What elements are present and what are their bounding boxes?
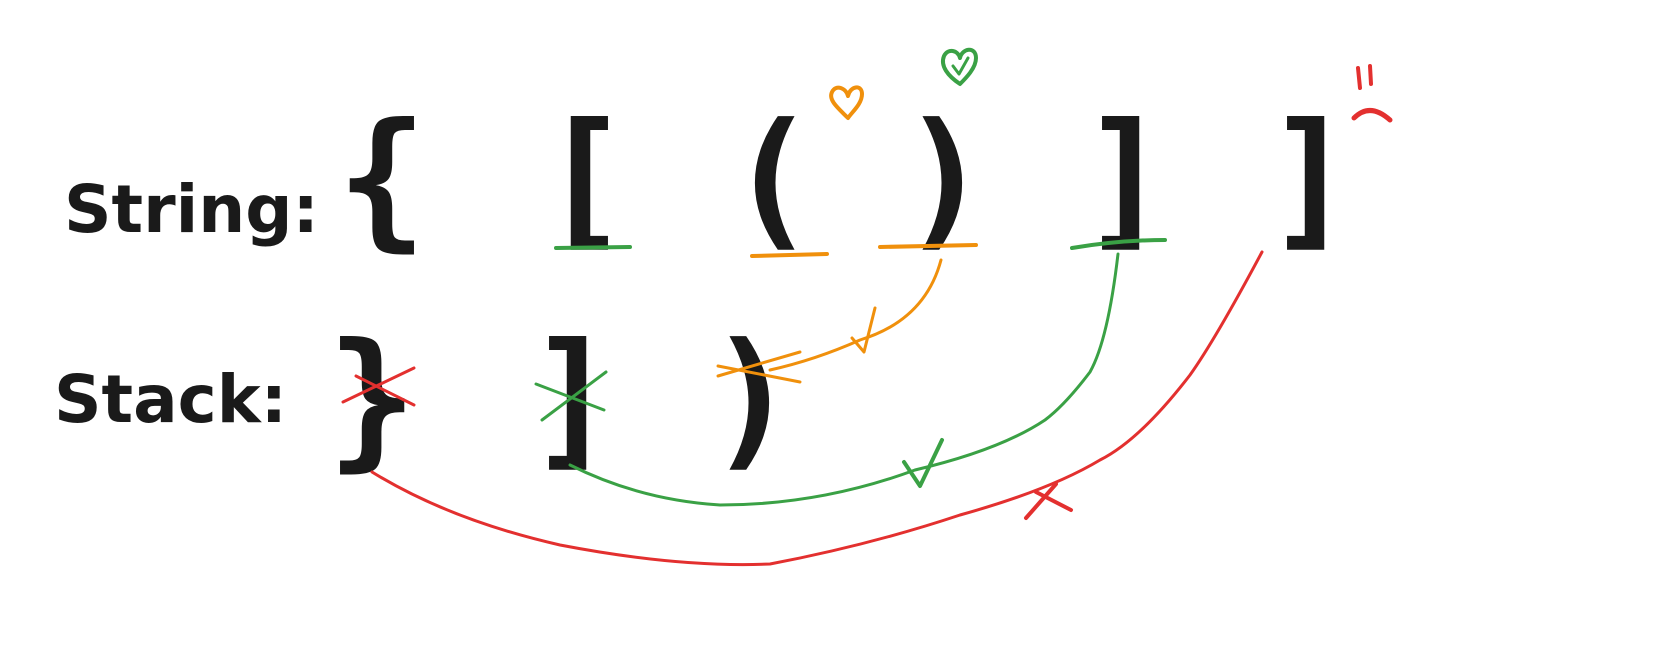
stack-row-label: Stack: (54, 361, 287, 438)
stack-close-brace-crossout (341, 366, 416, 407)
green-heart-check-icon (941, 47, 978, 86)
underline-open-paren (750, 252, 829, 258)
stack-close-paren-crossout (716, 350, 802, 384)
sad-face-icon (1351, 64, 1393, 123)
stack-char-close-paren: ) (707, 312, 797, 486)
string-row-label: String: (64, 171, 319, 248)
orange-match-arc (768, 258, 943, 372)
green-match-arc (568, 252, 1120, 507)
string-char-open-paren: ( (727, 92, 817, 266)
red-mismatch-arc (370, 250, 1264, 567)
string-char-close-bracket: ] (1080, 92, 1170, 266)
check-icon (902, 438, 944, 488)
cross-icon (1024, 482, 1073, 520)
string-char-close-paren: ) (900, 92, 990, 266)
underline-close-bracket (1070, 238, 1167, 250)
underline-open-bracket (554, 245, 632, 250)
string-char-open-bracket: [ (540, 92, 630, 266)
string-char-open-brace: { (337, 92, 427, 266)
string-char-close-bracket-extra: ] (1265, 92, 1355, 266)
stack-close-bracket-crossout (534, 370, 608, 422)
underline-close-paren (878, 243, 978, 249)
orange-heart-icon (829, 85, 864, 120)
check-icon (850, 306, 877, 354)
